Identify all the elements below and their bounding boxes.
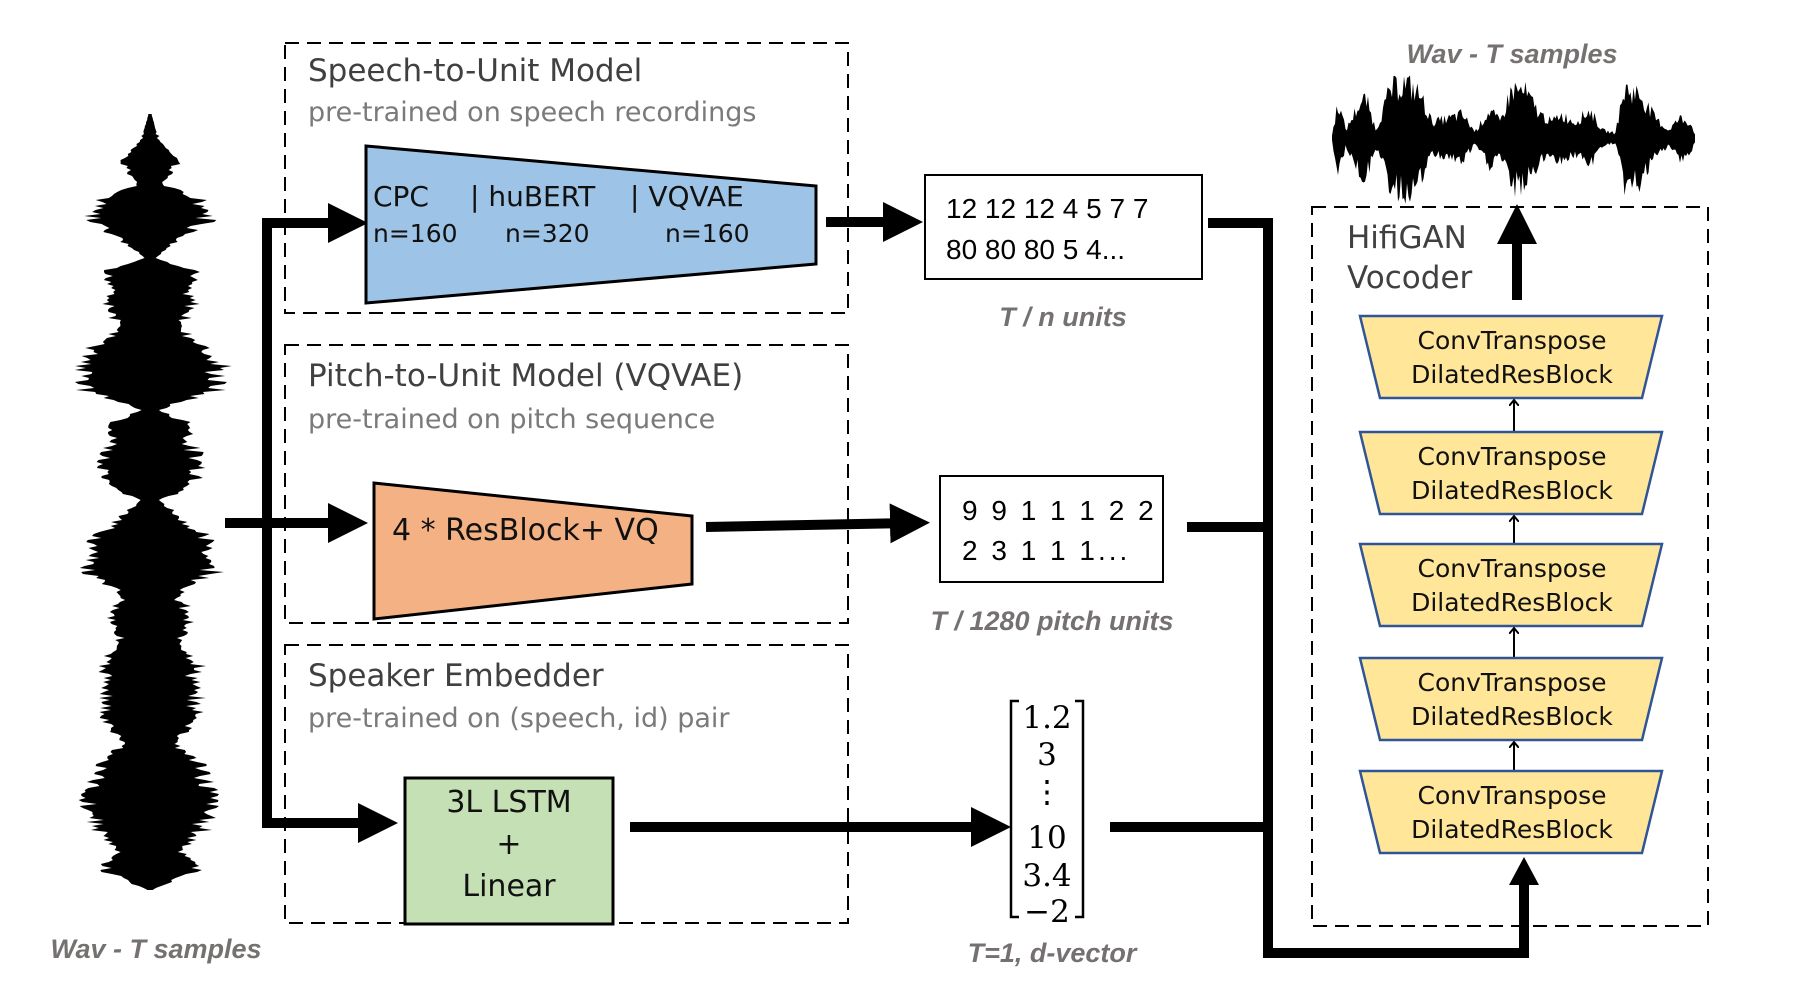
speech-units-box: 12 12 12 4 5 7 7 80 80 80 5 4... <box>924 174 1203 280</box>
encoder-label-cpc: CPC <box>373 180 429 213</box>
pitch-to-unit-subtitle: pre-trained on pitch sequence <box>308 404 715 435</box>
speech-to-unit-subtitle: pre-trained on speech recordings <box>308 97 756 128</box>
speech-to-unit-frame <box>284 42 849 314</box>
output-waveform-shape <box>1332 75 1695 204</box>
vector-value: ⋮ <box>1032 774 1063 810</box>
pitch-units-box: 9 9 1 1 1 2 2 2 3 1 1 1... <box>939 475 1164 583</box>
encoder-n-hubert: n=320 <box>505 219 590 248</box>
vocoder-block-stack: ConvTransposeDilatedResBlockConvTranspos… <box>1358 314 1664 855</box>
vector-value: 1.2 <box>1022 700 1071 736</box>
vocoder-block-label-line2: DilatedResBlock <box>1411 476 1613 505</box>
encoder-label-hubert: | huBERT <box>470 180 596 213</box>
vector-value: 3 <box>1037 737 1057 773</box>
vector-caption: T=1, d-vector <box>968 938 1138 968</box>
vector-value: −2 <box>1024 894 1070 930</box>
lstm-label-line3: Linear <box>462 869 556 904</box>
output-caption: Wav - T samples <box>1406 39 1617 69</box>
input-waveform <box>74 114 232 890</box>
input-routing <box>225 203 398 843</box>
feature-bus <box>1110 218 1539 958</box>
speaker-encoder-block[interactable] <box>403 776 615 926</box>
vocoder-title-line2: Vocoder <box>1347 260 1473 296</box>
vocoder-block-shape <box>1358 769 1664 855</box>
vocoder-block-shape <box>1358 542 1664 628</box>
vocoder-block-label-line1: ConvTranspose <box>1417 554 1606 583</box>
speech-to-unit-group: Speech-to-Unit Model pre-trained on spee… <box>284 42 849 314</box>
input-caption: Wav - T samples <box>50 934 261 964</box>
vocoder-block-label-line2: DilatedResBlock <box>1411 360 1613 389</box>
vocoder-group: HifiGAN Vocoder ConvTransposeDilatedResB… <box>1311 206 1709 927</box>
vocoder-block-label-line1: ConvTranspose <box>1417 326 1606 355</box>
pitch-to-unit-group: Pitch-to-Unit Model (VQVAE) pre-trained … <box>284 344 849 624</box>
speech-units-line1: 12 12 12 4 5 7 7 <box>946 193 1148 224</box>
encoder-n-cpc: n=160 <box>373 219 458 248</box>
bus-line <box>1208 218 1529 958</box>
d-vector: 1.2 3 ⋮ 10 3.4 −2 <box>1009 699 1085 930</box>
vocoder-block-label-line1: ConvTranspose <box>1417 781 1606 810</box>
lstm-label-line1: 3L LSTM <box>446 785 571 820</box>
encoder-label-vqvae: | VQVAE <box>630 180 744 213</box>
vocoder-block-shape <box>1358 656 1664 742</box>
vocoder-block-label-line2: DilatedResBlock <box>1411 702 1613 731</box>
vocoder-block-shape <box>1358 430 1664 516</box>
vocoder-block-label-line1: ConvTranspose <box>1417 668 1606 697</box>
vocoder-block-label-line2: DilatedResBlock <box>1411 588 1613 617</box>
pitch-to-units-arrow <box>705 503 930 544</box>
speaker-embedder-subtitle: pre-trained on (speech, id) pair <box>308 703 730 734</box>
pitch-units-caption: T / 1280 pitch units <box>930 606 1173 636</box>
speaker-embedder-group: Speaker Embedder pre-trained on (speech,… <box>284 644 849 926</box>
bus-arrowhead <box>1509 857 1539 885</box>
pitch-to-unit-title: Pitch-to-Unit Model (VQVAE) <box>308 358 743 394</box>
vocoder-block-label-line1: ConvTranspose <box>1417 442 1606 471</box>
vector-left-bracket <box>1009 699 1019 919</box>
speech-units-line2: 80 80 80 5 4... <box>946 234 1125 265</box>
vocoder-block-shape <box>1358 314 1664 400</box>
pitch-encoder-label: 4 * ResBlock+ VQ <box>392 513 659 548</box>
speech-to-unit-title: Speech-to-Unit Model <box>308 53 642 89</box>
speech-units-caption: T / n units <box>999 302 1127 332</box>
vocoder-block-label-line2: DilatedResBlock <box>1411 815 1613 844</box>
vocoder-title-line1: HifiGAN <box>1347 220 1467 256</box>
pitch-to-unit-frame <box>284 344 849 624</box>
pitch-units-line2: 2 3 1 1 1... <box>962 535 1130 566</box>
speech-encoder-block[interactable] <box>364 144 818 305</box>
vector-value: 10 <box>1027 820 1066 856</box>
input-waveform-shape <box>74 114 232 890</box>
speaker-embedder-title: Speaker Embedder <box>308 658 604 694</box>
vector-value: 3.4 <box>1022 858 1071 894</box>
pitch-encoder-block[interactable] <box>372 481 694 621</box>
output-waveform <box>1332 75 1695 204</box>
lstm-label-line2: + <box>496 827 521 862</box>
vector-right-bracket <box>1075 699 1085 919</box>
encoder-n-vqvae: n=160 <box>665 219 750 248</box>
pitch-units-line1: 9 9 1 1 1 2 2 <box>962 495 1157 526</box>
